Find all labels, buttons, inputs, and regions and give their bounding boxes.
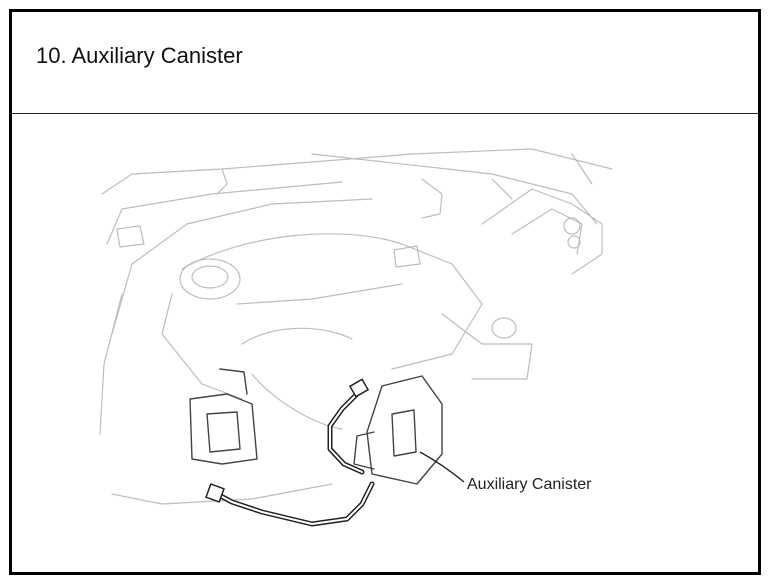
page-frame: 10. Auxiliary Canister	[9, 9, 761, 575]
callout-label: Auxiliary Canister	[467, 476, 592, 493]
canister-illustration: Auxiliary Canister	[12, 114, 758, 572]
fuel-tank-drawing	[99, 148, 613, 527]
header: 10. Auxiliary Canister	[12, 12, 758, 114]
page-title: 10. Auxiliary Canister	[36, 43, 243, 68]
callout-leader	[419, 451, 465, 483]
